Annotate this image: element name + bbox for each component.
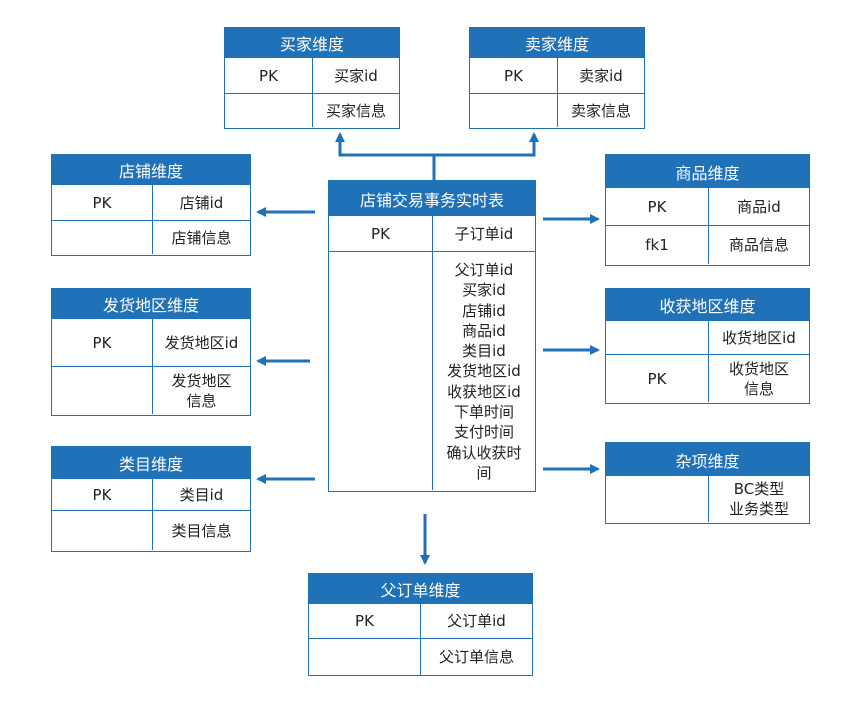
- pk-cell: PK: [225, 58, 313, 93]
- field-cell: 类目id: [179, 485, 224, 504]
- buyer-dimension-table: 买家维度 PK 买家id 买家信息: [224, 27, 400, 129]
- pk-cell: [52, 511, 153, 550]
- field-cell: 买家信息: [325, 101, 386, 120]
- fk-cell: fk1: [606, 226, 709, 264]
- field-item: 买家id: [462, 281, 506, 300]
- field-cell: BC类型 业务类型: [728, 480, 789, 518]
- pk-cell: [225, 94, 313, 127]
- pk-cell: PK: [52, 319, 153, 366]
- table-title: 类目维度: [52, 447, 250, 479]
- fact-field-list: 父订单id 买家id 店铺id 商品id 类目id 发货地区id 收获地区id …: [433, 252, 535, 490]
- field-cell: 父订单信息: [438, 648, 514, 666]
- table-title: 发货地区维度: [52, 289, 250, 319]
- fact-table: 店铺交易事务实时表 PK 子订单id 父订单id 买家id 店铺id 商品id …: [328, 180, 536, 492]
- field-item: 收获地区id: [447, 382, 521, 401]
- pk-cell: [606, 321, 709, 354]
- field-cell: 发货地区id: [164, 333, 239, 352]
- pk-cell: [309, 639, 421, 675]
- field-item: 下单时间: [453, 403, 514, 422]
- table-title: 父订单维度: [309, 574, 532, 604]
- shop-dimension-table: 店铺维度 PK 店铺id 店铺信息: [51, 154, 251, 256]
- pk-cell: PK: [329, 216, 433, 251]
- pk-cell: PK: [309, 604, 421, 638]
- seller-dimension-table: 卖家维度 PK 卖家id 卖家信息: [469, 27, 645, 129]
- field-item: 间: [476, 463, 492, 482]
- pk-cell: PK: [52, 479, 153, 510]
- table-title: 杂项维度: [606, 443, 809, 476]
- field-cell: 卖家信息: [570, 101, 631, 120]
- table-title: 收获地区维度: [606, 289, 809, 321]
- misc-dimension-table: 杂项维度 BC类型 业务类型: [605, 442, 810, 524]
- empty-key-cell: [606, 476, 709, 522]
- category-dimension-table: 类目维度 PK 类目id 类目信息: [51, 446, 251, 552]
- field-item: 确认收获时: [446, 443, 522, 462]
- field-cell: 收货地区id: [722, 328, 796, 347]
- table-title: 买家维度: [225, 28, 399, 58]
- field-cell: 卖家id: [579, 66, 623, 85]
- field-cell: 店铺id: [179, 193, 224, 212]
- pk-field-cell: 子订单id: [454, 224, 514, 243]
- table-title: 店铺维度: [52, 155, 250, 185]
- field-cell: 店铺信息: [171, 228, 232, 247]
- pk-cell: [52, 221, 153, 254]
- pk-cell: PK: [606, 355, 709, 402]
- empty-key-cell: [329, 252, 433, 490]
- field-item: 父订单id: [454, 261, 514, 279]
- fact-table-title: 店铺交易事务实时表: [329, 181, 535, 216]
- product-dimension-table: 商品维度 PK 商品id fk1 商品信息: [605, 154, 810, 266]
- field-cell: 买家id: [334, 66, 378, 85]
- table-title: 商品维度: [606, 155, 809, 188]
- arrow-to-buyer: [335, 132, 436, 180]
- table-title: 卖家维度: [470, 28, 644, 58]
- parent-order-dimension-table: 父订单维度 PK 父订单id 父订单信息: [308, 573, 533, 676]
- field-cell: 商品id: [737, 197, 781, 216]
- field-item: 发货地区id: [447, 362, 521, 381]
- pk-cell: [470, 94, 558, 127]
- recv-region-dimension-table: 收获地区维度 收货地区id PK 收货地区 信息: [605, 288, 810, 404]
- pk-cell: PK: [606, 188, 709, 225]
- field-item: 支付时间: [453, 423, 514, 442]
- field-item: 类目id: [462, 342, 506, 361]
- field-item: 商品id: [462, 321, 506, 340]
- field-cell: 类目信息: [171, 521, 232, 540]
- pk-cell: PK: [52, 185, 153, 220]
- field-cell: 父订单id: [447, 612, 506, 630]
- pk-cell: PK: [470, 58, 558, 93]
- arrow-to-seller: [434, 132, 539, 157]
- field-cell: 发货地区 信息: [171, 371, 232, 410]
- pk-cell: [52, 367, 153, 414]
- field-cell: 商品信息: [728, 236, 789, 254]
- ship-region-dimension-table: 发货地区维度 PK 发货地区id 发货地区 信息: [51, 288, 251, 416]
- field-cell: 收货地区 信息: [728, 359, 789, 398]
- field-item: 店铺id: [462, 301, 506, 320]
